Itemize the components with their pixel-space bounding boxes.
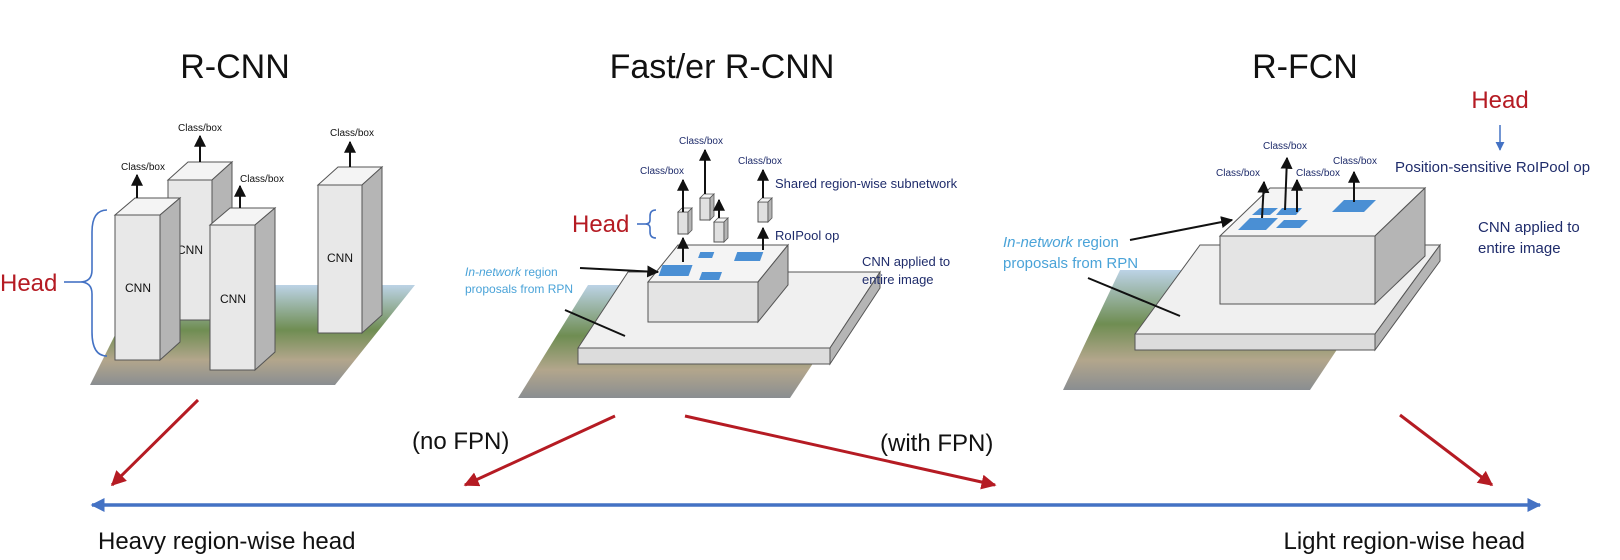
- faster-rcnn-panel: Class/box Class/box Class/box Shared reg…: [465, 136, 958, 398]
- roi-patch: [1238, 218, 1278, 230]
- position-sensitive-label: Position-sensitive RoIPool op: [1395, 159, 1590, 176]
- rfcn-panel: Class/box Class/box Class/box Class/box …: [1003, 87, 1590, 390]
- heavy-head-label: Heavy region-wise head: [98, 528, 355, 555]
- class-box-label: Class/box: [121, 162, 165, 173]
- no-fpn-position-arrow-icon: [463, 414, 616, 487]
- faster-feature-box: [646, 243, 790, 324]
- proposal-arrow-icon: [579, 265, 660, 278]
- with-fpn-label: (with FPN): [880, 430, 993, 457]
- roi-patch: [698, 252, 715, 258]
- output-arrow-icon: [1257, 180, 1270, 219]
- rcnn-cnn-box: CNN: [113, 196, 182, 362]
- faster-head-label: Head: [572, 211, 629, 238]
- class-box-label: Class/box: [178, 123, 222, 134]
- rcnn-position-arrow-icon: [110, 398, 200, 487]
- svg-text:CNN: CNN: [327, 251, 353, 265]
- class-box-label: Class/box: [1333, 156, 1377, 167]
- region-subnetwork-box: [677, 207, 693, 235]
- roi-patch: [1276, 208, 1302, 215]
- proposal-line: [564, 309, 626, 337]
- class-box-label: Class/box: [640, 166, 684, 177]
- roi-patch: [1332, 200, 1376, 212]
- svg-text:CNN: CNN: [125, 281, 151, 295]
- rcnn-cnn-box: CNN: [208, 206, 277, 372]
- roi-patch: [699, 272, 723, 280]
- region-subnetwork-box: [757, 197, 773, 223]
- svg-text:CNN: CNN: [177, 243, 203, 257]
- roipool-label: RoIPool op: [775, 228, 839, 243]
- proposal-arrow-icon: [1129, 216, 1234, 241]
- svg-text:CNN: CNN: [220, 292, 246, 306]
- class-box-label: Class/box: [1296, 168, 1340, 179]
- class-box-label: Class/box: [240, 174, 284, 185]
- title-rfcn: R-FCN: [1252, 48, 1358, 86]
- class-box-label: Class/box: [1263, 141, 1307, 152]
- rfcn-head-label: Head: [1471, 87, 1528, 114]
- title-rcnn: R-CNN: [180, 48, 290, 86]
- class-box-label: Class/box: [738, 156, 782, 167]
- region-subnetwork-box: [713, 217, 729, 243]
- rcnn-cnn-box: CNN: [316, 165, 384, 335]
- with-fpn-position-arrow-icon: [684, 414, 997, 490]
- rcnn-panel: CNN CNN CNN CNN Class/box Class/bo: [0, 123, 415, 385]
- head-brace-icon: [644, 209, 657, 239]
- no-fpn-label: (no FPN): [412, 428, 509, 455]
- title-faster-rcnn: Fast/er R-CNN: [610, 48, 835, 86]
- light-head-label: Light region-wise head: [1284, 528, 1526, 555]
- class-box-label: Class/box: [1216, 168, 1260, 179]
- roi-patch: [734, 252, 764, 261]
- output-arrow-icon: [1280, 156, 1293, 211]
- roi-patch: [1252, 208, 1278, 215]
- shared-subnetwork-label: Shared region-wise subnetwork: [775, 176, 958, 191]
- class-box-label: Class/box: [679, 136, 723, 147]
- rcnn-head-label: Head: [0, 270, 57, 297]
- head-brace-icon: [79, 209, 108, 357]
- region-subnetwork-box: [699, 193, 715, 221]
- proposal-line: [1087, 277, 1181, 317]
- roi-patch: [1276, 220, 1308, 228]
- rfcn-position-arrow-icon: [1399, 413, 1494, 487]
- roi-patch: [658, 265, 693, 276]
- class-box-label: Class/box: [330, 128, 374, 139]
